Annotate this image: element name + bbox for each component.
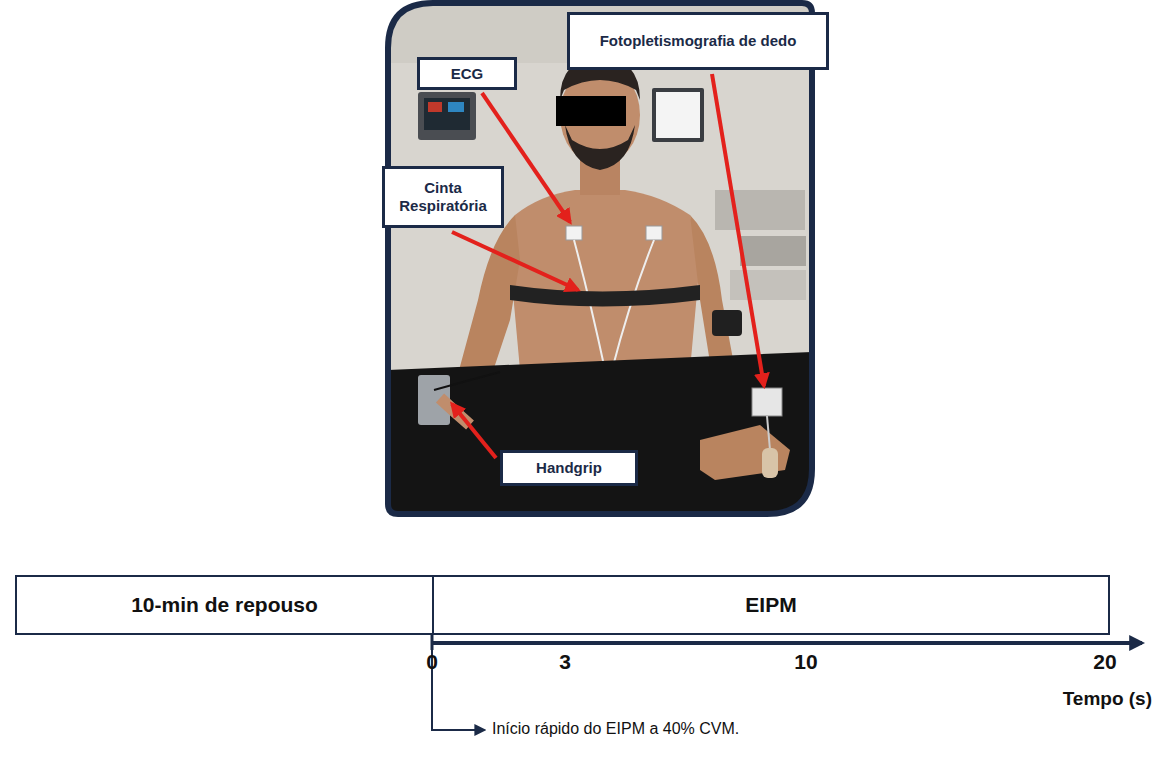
callout-box: Handgrip bbox=[500, 450, 638, 486]
lab-photo bbox=[388, 3, 812, 514]
callout-box: ECG bbox=[417, 57, 517, 90]
tick-label: 0 bbox=[426, 650, 438, 674]
leader-arrows bbox=[452, 74, 764, 458]
phase-box: 10-min de repouso bbox=[15, 575, 434, 635]
photo-frame bbox=[388, 3, 812, 514]
tick-label: 20 bbox=[1093, 650, 1116, 674]
box-label: Handgrip bbox=[536, 459, 602, 477]
box-label: ECG bbox=[451, 65, 484, 83]
tick-label: 10 bbox=[794, 650, 817, 674]
tick-label: 3 bbox=[559, 650, 571, 674]
box-label: 10-min de repouso bbox=[131, 592, 318, 617]
time-axis bbox=[432, 635, 1142, 730]
box-label: Cinta Respiratória bbox=[393, 179, 493, 215]
callout-box: Fotopletismografia de dedo bbox=[567, 12, 829, 70]
callout-box: Cinta Respiratória bbox=[382, 166, 504, 228]
phase-box: EIPM bbox=[432, 575, 1110, 635]
box-label: Fotopletismografia de dedo bbox=[600, 32, 797, 50]
note-text: Início rápido do EIPM a 40% CVM. bbox=[492, 720, 739, 738]
box-label: EIPM bbox=[745, 592, 796, 617]
axis-title: Tempo (s) bbox=[1063, 688, 1152, 710]
